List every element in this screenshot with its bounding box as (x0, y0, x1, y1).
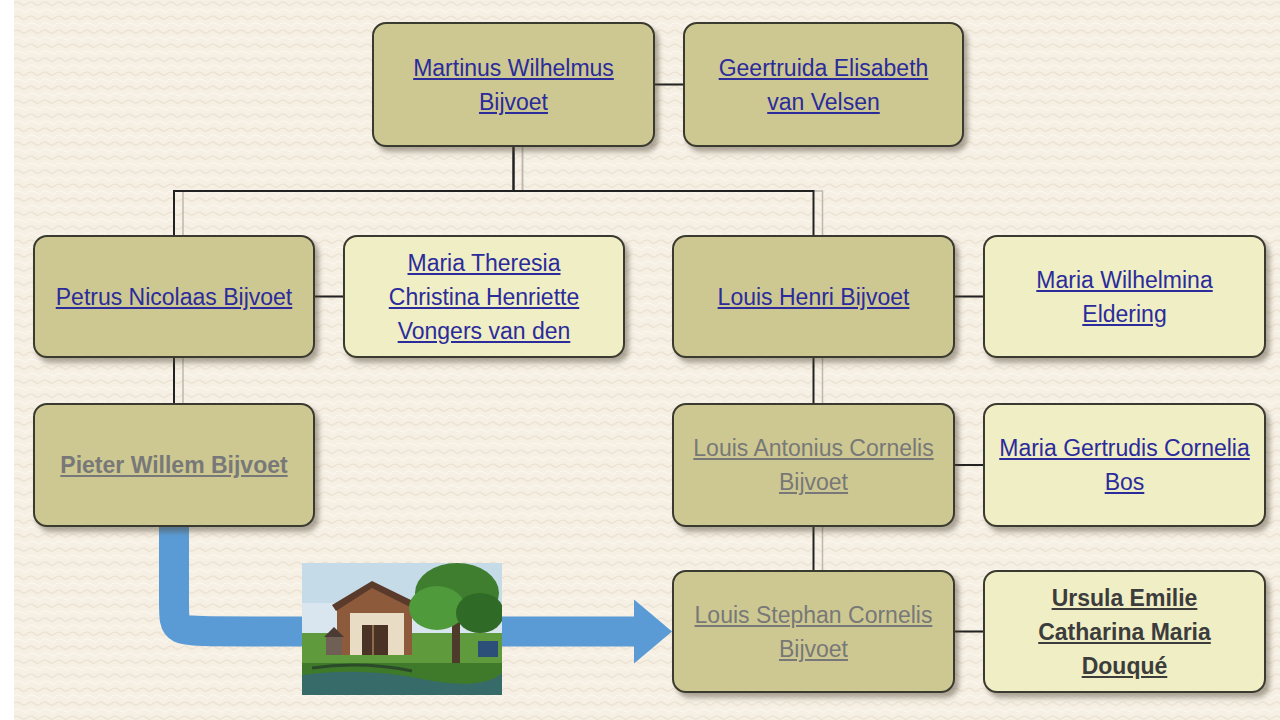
person-name: Louis Henri Bijvoet (718, 280, 910, 314)
spouse-box: Ursula Emilie Catharina Maria Douqué (983, 570, 1266, 693)
person-box: Geertruida Elisabeth van Velsen (683, 22, 964, 147)
person-box: Louis Henri Bijvoet (672, 235, 955, 358)
family-line (955, 631, 983, 633)
person-name: Louis Stephan Cornelis Bijvoet (688, 598, 939, 666)
family-line (813, 358, 815, 403)
person-name: Maria Gertrudis Cornelia Bos (999, 431, 1250, 499)
connector-shadow (822, 358, 824, 403)
person-box: Louis Antonius Cornelis Bijvoet (672, 403, 955, 527)
painting-illustration (302, 563, 502, 695)
connector-shadow (822, 527, 824, 570)
family-line (315, 296, 343, 298)
spouse-box: Maria Wilhelmina Eldering (983, 235, 1266, 358)
person-name: Geertruida Elisabeth van Velsen (699, 51, 948, 119)
person-name: Maria Wilhelmina Eldering (999, 263, 1250, 331)
person-box: Louis Stephan Cornelis Bijvoet (672, 570, 955, 693)
person-name: Louis Antonius Cornelis Bijvoet (688, 431, 939, 499)
family-line (514, 147, 814, 235)
family-line (813, 527, 815, 570)
person-box: Martinus Wilhelmus Bijvoet (372, 22, 655, 147)
family-line (655, 84, 683, 86)
person-box: Petrus Nicolaas Bijvoet (33, 235, 315, 358)
person-name: Martinus Wilhelmus Bijvoet (388, 51, 639, 119)
spouse-box: Maria Theresia Christina Henriette Vonge… (343, 235, 625, 358)
person-name: Petrus Nicolaas Bijvoet (56, 280, 293, 314)
family-line (174, 147, 514, 235)
connector-shadow (182, 358, 184, 403)
person-name: Maria Theresia Christina Henriette Vonge… (359, 246, 609, 348)
family-line (955, 296, 983, 298)
family-line (955, 464, 983, 466)
person-box: Pieter Willem Bijvoet (33, 403, 315, 527)
person-name: Ursula Emilie Catharina Maria Douqué (999, 581, 1250, 683)
person-name: Pieter Willem Bijvoet (60, 448, 287, 482)
spouse-box: Maria Gertrudis Cornelia Bos (983, 403, 1266, 527)
family-line (173, 358, 175, 403)
